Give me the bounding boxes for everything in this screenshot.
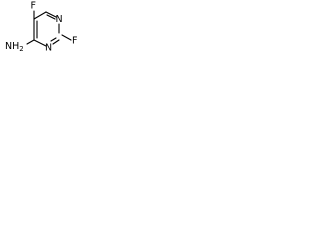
bond-c6-n1-double <box>46 14 56 20</box>
atom-label-f-right: F <box>72 36 77 47</box>
atom-label-amino: NH2 <box>5 41 24 54</box>
bond-c6-n1 <box>45 11 57 18</box>
molecular-structure-diagram: F N N F NH2 <box>5 1 77 54</box>
bond-n3-c4 <box>33 39 47 47</box>
amino-subscript: 2 <box>19 45 23 53</box>
bond-c2-n3-double <box>50 37 57 42</box>
bond-c2-n3 <box>52 39 60 45</box>
amino-nh: NH <box>5 41 19 52</box>
bond-c4-n <box>26 39 35 45</box>
atom-label-n-ring-lower: N <box>45 43 52 54</box>
substituent-bonds <box>26 10 72 45</box>
bond-c2-f <box>61 34 72 41</box>
bond-c5-c6 <box>33 11 47 20</box>
pyrimidine-ring <box>33 11 60 47</box>
atom-label-n-ring-upper: N <box>56 14 63 25</box>
atom-labels: F N N F NH2 <box>5 1 77 54</box>
atom-label-f-top: F <box>31 1 36 12</box>
